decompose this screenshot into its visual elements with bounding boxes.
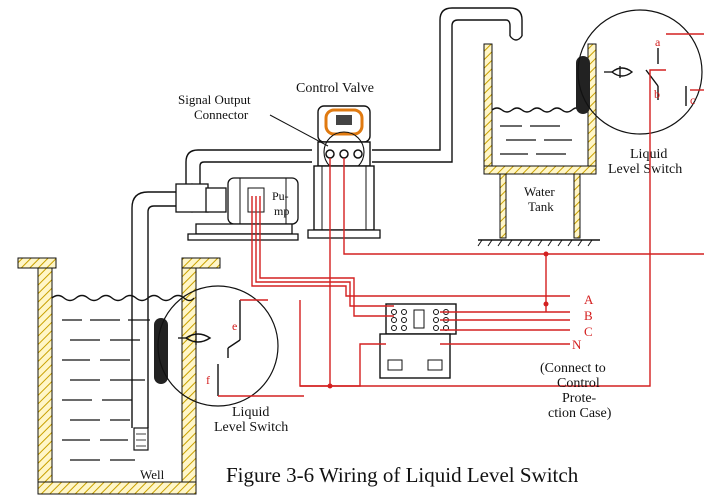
tank-float	[576, 56, 590, 114]
well-wall-left	[37, 267, 53, 491]
phase-a-label: A	[584, 292, 594, 307]
note-line-2: Control	[557, 376, 600, 391]
well-label: Well	[140, 467, 165, 482]
figure-caption: Figure 3-6 Wiring of Liquid Level Switch	[226, 463, 579, 487]
terminal-f: f	[206, 373, 210, 387]
phase-b-label: B	[584, 308, 593, 323]
terminal-a: a	[655, 35, 661, 49]
top-level-switch-detail: a b c Liquid Level Switch	[577, 9, 703, 177]
contactor	[379, 303, 457, 379]
well: Well	[17, 257, 221, 495]
terminal-b: b	[654, 87, 660, 101]
control-valve-label: Control Valve	[296, 81, 374, 96]
delivery-pipe	[185, 7, 523, 184]
pump-label-2: mp	[274, 204, 289, 218]
phase-c-label: C	[584, 324, 593, 339]
valve-display-ring	[324, 108, 364, 136]
well-float	[154, 318, 168, 384]
bottom-level-switch-detail: e f Liquid Level Switch	[157, 285, 288, 435]
signal-output-label-1: Signal Output	[178, 92, 251, 107]
well-water-lines	[62, 319, 150, 461]
top-switch-label-2: Level Switch	[608, 162, 682, 177]
signal-output-label-2: Connector	[194, 107, 249, 122]
strainer	[133, 427, 149, 451]
pump-label-1: Pu-	[272, 189, 289, 203]
terminal-e: e	[232, 319, 237, 333]
bottom-switch-label-1: Liquid	[232, 405, 269, 420]
terminal-c: c	[690, 93, 695, 107]
top-switch-label-1: Liquid	[630, 147, 667, 162]
control-valve: Control Valve	[296, 81, 381, 239]
suction-pipe	[131, 191, 186, 451]
note-line-3: Prote-	[562, 391, 597, 406]
neutral-label: N	[572, 337, 582, 352]
connector-terminal-2	[339, 149, 349, 159]
signal-output-leader	[269, 114, 329, 147]
connector-terminal-1	[325, 149, 335, 159]
water-tank-label-1: Water	[524, 184, 555, 199]
note-line-1: (Connect to	[540, 361, 606, 376]
ground-hatch-right	[181, 257, 221, 269]
well-floor	[37, 481, 197, 495]
well-wall-right	[181, 267, 197, 491]
water-tank-label-2: Tank	[528, 199, 554, 214]
ground-hatch-left	[17, 257, 57, 269]
bottom-switch-label-2: Level Switch	[214, 420, 288, 435]
note-line-4: ction Case)	[548, 406, 612, 421]
well-water-surface	[51, 294, 195, 302]
water-tank: Water Tank	[477, 43, 600, 247]
wiring	[218, 33, 704, 397]
connector-terminal-3	[353, 149, 363, 159]
pump: Pu- mp	[175, 177, 299, 241]
